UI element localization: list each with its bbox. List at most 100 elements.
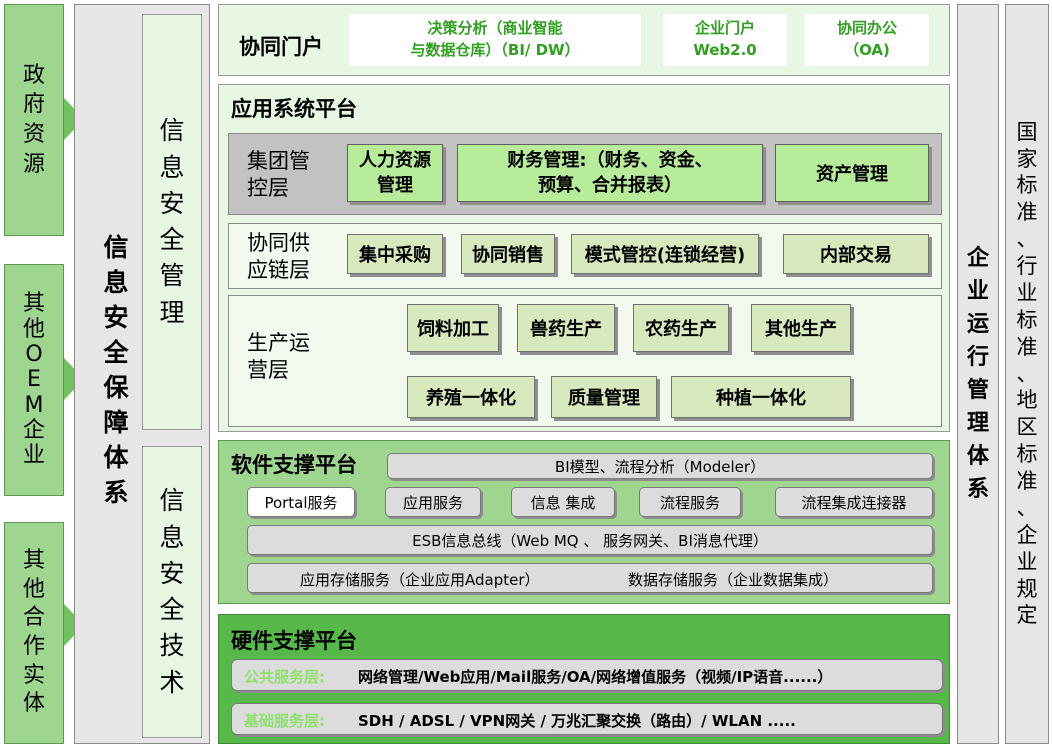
module-veterinary-production[interactable]: 兽药生产 (517, 304, 615, 352)
module-asset-management[interactable]: 资产管理 (775, 144, 929, 202)
service-portal[interactable]: Portal服务 (247, 487, 355, 517)
vertical-char: 保 (103, 373, 129, 402)
vertical-char: 信 (103, 233, 129, 262)
vertical-char: 障 (103, 408, 129, 437)
base-service-layer-bar[interactable]: 基础服务层: SDH / ADSL / VPN网关 / 万兆汇聚交换（路由）/ … (231, 703, 943, 735)
module-pesticide-production[interactable]: 农药生产 (633, 304, 729, 352)
module-collaborative-sales[interactable]: 协同销售 (461, 234, 555, 274)
app-platform-title: 应用系统平台 (231, 97, 357, 121)
vertical-char: 安 (159, 188, 185, 218)
app-platform-panel: 应用系统平台 集团管 控层 人力资源 管理 财务管理:（财务、资金、 预算、合并… (218, 84, 950, 432)
portal-item-enterprise-portal[interactable]: 企业门户 Web2.0 (663, 14, 787, 66)
portal-item-line: 与数据仓库）（BI/ DW） (410, 41, 580, 59)
module-mode-control[interactable]: 模式管控(连锁经营) (571, 234, 759, 274)
public-service-text: 网络管理/Web应用/Mail服务/OA/网络增值服务（视频/IP语音.....… (358, 668, 833, 686)
vertical-char: 标 (1016, 442, 1038, 467)
layer-label-line: 协同供 (247, 231, 310, 255)
module-planting-integration[interactable]: 种植一体化 (671, 376, 851, 418)
security-system-label: 信息安全保障体系 (94, 220, 138, 520)
module-hr-management[interactable]: 人力资源 管理 (347, 144, 443, 202)
vertical-char: 全 (159, 595, 185, 624)
security-management-box: 信息安全管理 (142, 14, 202, 430)
vertical-char: 全 (103, 338, 129, 367)
esb-bus-bar[interactable]: ESB信息总线（Web MQ 、 服务网关、BI消息代理） (247, 525, 933, 555)
vertical-char: 资 (22, 122, 45, 147)
module-other-production[interactable]: 其他生产 (751, 304, 851, 352)
portal-item-bi-dw[interactable]: 决策分析（商业智能 与数据仓库）（BI/ DW） (349, 14, 641, 66)
hardware-platform-title: 硬件支撑平台 (231, 629, 357, 653)
vertical-char: 他 (22, 576, 45, 602)
service-process-connector[interactable]: 流程集成连接器 (775, 487, 933, 517)
module-quality-management[interactable]: 质量管理 (551, 376, 657, 418)
vertical-char: 其 (22, 548, 45, 574)
vertical-char: 息 (159, 522, 185, 552)
vertical-char: 府 (22, 92, 45, 118)
portal-item-oa[interactable]: 协同办公 （OA) (805, 14, 929, 66)
vertical-char: 他 (22, 316, 45, 342)
vertical-char: 企 (1016, 522, 1038, 547)
production-ops-layer: 生产运 营层 饲料加工 兽药生产 农药生产 其他生产 养殖一体化 质量管理 种植… (228, 295, 942, 427)
vertical-char: 息 (103, 268, 129, 297)
storage-app-service: 应用存储服务（企业应用Adapter） (300, 571, 540, 589)
vertical-char: 信 (159, 116, 185, 146)
vertical-char: E (27, 367, 41, 393)
source-partners: 其他合作实体 (4, 522, 64, 744)
module-line: 管理 (377, 175, 413, 196)
vertical-char: M (24, 392, 44, 418)
source-government: 政府资源 (4, 4, 64, 236)
module-finance-management[interactable]: 财务管理:（财务、资金、 预算、合并报表） (457, 144, 763, 202)
vertical-char: 信 (159, 486, 185, 516)
vertical-char: 政 (22, 62, 45, 88)
software-platform-title: 软件支撑平台 (231, 453, 357, 477)
portal-item-line: 企业门户 (694, 19, 755, 38)
software-platform-panel: 软件支撑平台 BI模型、流程分析（Modeler） Portal服务 应用服务 … (218, 440, 950, 604)
base-service-text: SDH / ADSL / VPN网关 / 万兆汇聚交换（路由）/ WLAN ..… (358, 712, 796, 730)
module-line: 资产管理 (816, 164, 888, 185)
vertical-char: 管 (966, 378, 989, 403)
vertical-char: 准 (1016, 469, 1038, 494)
service-process[interactable]: 流程服务 (639, 487, 741, 517)
layer-label-line: 控层 (247, 176, 289, 201)
enterprise-ops-label: 企业运行管理体系 (967, 242, 989, 506)
security-technology-box: 信息安全技术 (142, 446, 202, 738)
public-service-label: 公共服务层: (244, 668, 325, 686)
bi-model-bar[interactable]: BI模型、流程分析（Modeler） (387, 453, 933, 479)
group-control-layer-label: 集团管 控层 (247, 148, 310, 203)
module-line: 人力资源 (359, 149, 431, 171)
storage-services-bar[interactable]: 应用存储服务（企业应用Adapter） 数据存储服务（企业数据集成） (247, 563, 933, 593)
group-control-layer: 集团管 控层 人力资源 管理 财务管理:（财务、资金、 预算、合并报表） 资产管… (228, 133, 942, 215)
module-central-procurement[interactable]: 集中采购 (347, 234, 443, 274)
standards-column: 国家标准、行业标准、地区标准、企业规定 (1005, 4, 1049, 744)
vertical-char: 理 (159, 297, 185, 327)
module-line: 预算、合并报表） (538, 175, 682, 196)
module-breeding-integration[interactable]: 养殖一体化 (407, 376, 535, 418)
portal-item-line: 决策分析（商业智能 (427, 19, 563, 38)
vertical-char: 区 (1016, 415, 1038, 440)
vertical-char: 息 (159, 152, 185, 182)
vertical-char: 运 (966, 312, 989, 337)
vertical-char: 业 (1016, 280, 1038, 305)
vertical-char: 行 (1016, 254, 1038, 279)
storage-data-service: 数据存储服务（企业数据集成） (628, 571, 839, 589)
hardware-platform-panel: 硬件支撑平台 公共服务层: 网络管理/Web应用/Mail服务/OA/网络增值服… (218, 614, 950, 744)
vertical-char: 规 (1016, 576, 1038, 601)
service-application[interactable]: 应用服务 (385, 487, 481, 517)
vertical-char: O (25, 342, 43, 368)
portal-title: 协同门户 (239, 35, 323, 59)
vertical-char: 合 (22, 605, 45, 631)
service-info-integration[interactable]: 信息 集成 (511, 487, 615, 517)
vertical-char: 准 (1016, 200, 1038, 225)
base-service-label: 基础服务层: (244, 712, 325, 730)
module-internal-trade[interactable]: 内部交易 (783, 234, 929, 274)
vertical-char: 标 (1016, 173, 1038, 198)
source-partners-label: 其他合作实体 (23, 547, 45, 719)
vertical-char: 体 (966, 444, 989, 469)
vertical-char: 定 (1016, 603, 1038, 628)
vertical-char: 安 (159, 558, 185, 588)
vertical-char: 家 (1016, 146, 1038, 171)
module-feed-processing[interactable]: 饲料加工 (407, 304, 499, 352)
vertical-char: 、 (1016, 495, 1038, 520)
public-service-layer-bar[interactable]: 公共服务层: 网络管理/Web应用/Mail服务/OA/网络增值服务（视频/IP… (231, 659, 943, 691)
vertical-char: 系 (966, 477, 989, 502)
portal-panel: 协同门户 决策分析（商业智能 与数据仓库）（BI/ DW） 企业门户 Web2.… (218, 4, 950, 76)
